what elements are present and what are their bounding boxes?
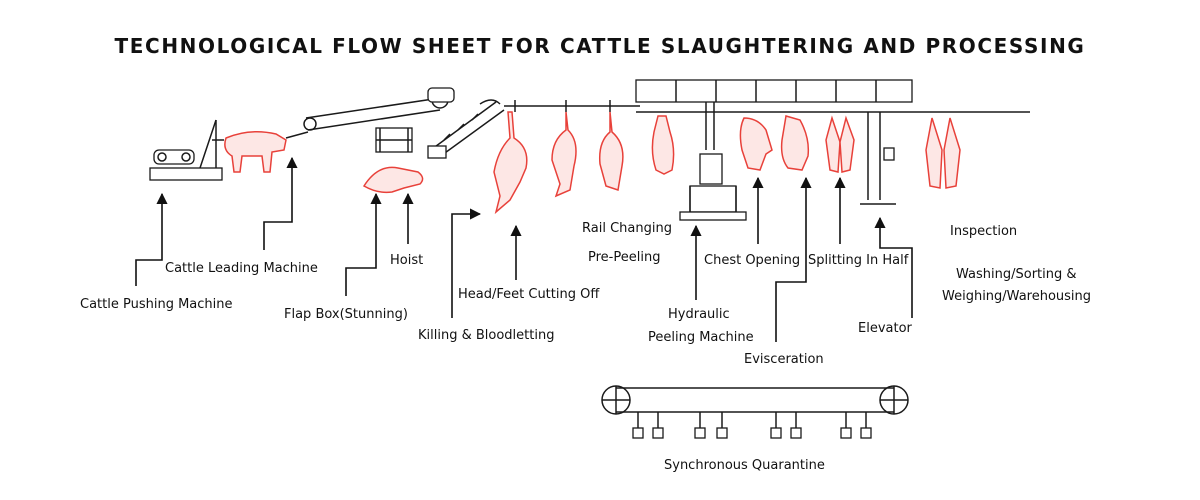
arrow-flap-box <box>345 192 382 296</box>
label-washing-2: Weighing/Warehousing <box>942 289 1091 304</box>
carcass-chest-opening <box>739 117 773 171</box>
carcass-pre-peeling <box>651 115 675 175</box>
synchronous-quarantine-conveyor <box>601 385 909 439</box>
hoist-conveyor-drawing <box>427 99 505 159</box>
arrow-cattle-pushing <box>135 192 168 286</box>
label-evisceration: Evisceration <box>744 352 824 367</box>
cattle-pushing-machine-drawing <box>149 119 224 181</box>
cattle-standing-drawing <box>224 131 309 173</box>
label-hydraulic-2: Peeling Machine <box>648 330 754 345</box>
label-inspection: Inspection <box>950 224 1017 239</box>
label-pre-peeling: Pre-Peeling <box>588 250 660 265</box>
arrow-cattle-leading <box>263 156 298 250</box>
elevator-drawing <box>860 112 896 205</box>
label-splitting: Splitting In Half <box>808 253 909 268</box>
label-cattle-leading: Cattle Leading Machine <box>165 261 318 276</box>
carcass-evisceration <box>780 115 810 171</box>
label-chest-opening: Chest Opening <box>704 253 800 268</box>
carcass-rail-changing <box>598 111 624 191</box>
label-washing-1: Washing/Sorting & <box>956 267 1077 282</box>
carcass-halves-final <box>925 117 961 189</box>
label-head-feet: Head/Feet Cutting Off <box>458 287 600 302</box>
label-hoist: Hoist <box>390 253 423 268</box>
arrow-killing <box>451 208 482 318</box>
carcass-killing <box>493 111 528 215</box>
gantry-frame-drawing <box>635 79 913 103</box>
label-sync-quarantine: Synchronous Quarantine <box>664 458 825 473</box>
label-elevator: Elevator <box>858 321 913 336</box>
label-rail-changing: Rail Changing <box>582 221 672 236</box>
label-cattle-pushing: Cattle Pushing Machine <box>80 297 233 312</box>
cattle-leading-conveyor-drawing <box>303 87 455 131</box>
overhead-rail-1 <box>504 100 640 112</box>
label-killing: Killing & Bloodletting <box>418 328 554 343</box>
arrow-evisceration <box>775 176 812 342</box>
hydraulic-peeling-machine-drawing <box>679 102 747 221</box>
flap-box-drawing <box>375 127 413 153</box>
arrow-elevator <box>874 216 913 318</box>
stunned-cattle-drawing <box>362 166 424 194</box>
label-flap-box: Flap Box(Stunning) <box>284 307 408 322</box>
label-hydraulic-1: Hydraulic <box>668 307 730 322</box>
diagram-title: TECHNOLOGICAL FLOW SHEET FOR CATTLE SLAU… <box>114 34 1086 58</box>
carcass-head-feet <box>551 111 577 198</box>
carcass-splitting <box>825 115 855 173</box>
